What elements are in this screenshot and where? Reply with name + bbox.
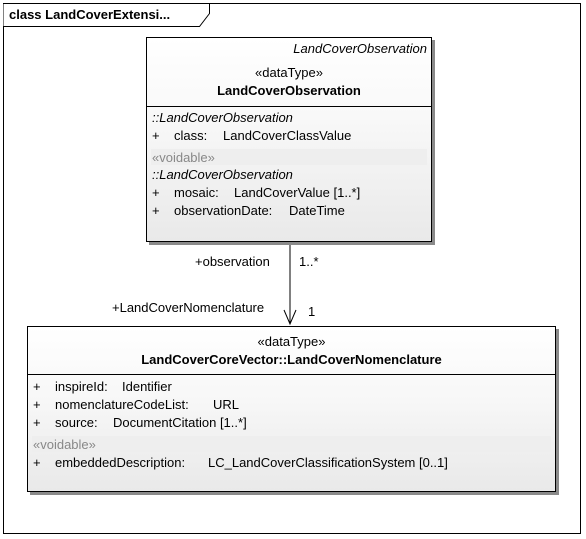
voidable-stereotype: «voidable» xyxy=(152,150,215,165)
attribute-name: observationDate: xyxy=(174,203,273,218)
attribute-type: Identifier xyxy=(122,379,172,394)
target-multiplicity-label: 1 xyxy=(308,304,316,319)
attribute-visibility: + xyxy=(152,185,160,200)
voidable-band xyxy=(32,436,551,452)
source-multiplicity-label: 1..* xyxy=(299,254,319,269)
attribute-visibility: + xyxy=(152,203,160,218)
class-landcovernomenclature[interactable]: «dataType» LandCoverCoreVector::LandCove… xyxy=(27,326,556,492)
attribute-type: DateTime xyxy=(289,203,345,218)
compartment-divider xyxy=(28,374,555,375)
attribute-type: DocumentCitation [1..*] xyxy=(113,415,247,430)
attribute-name: nomenclatureCodeList: xyxy=(55,397,189,412)
attribute-visibility: + xyxy=(152,128,160,143)
attribute-name: class: xyxy=(174,128,208,143)
attribute-visibility: + xyxy=(33,455,41,470)
class-stereotype: «dataType» xyxy=(257,334,326,349)
attribute-type: URL xyxy=(213,397,240,412)
attribute-visibility: + xyxy=(33,415,41,430)
class-name: LandCoverObservation xyxy=(217,83,361,98)
attribute-context: ::LandCoverObservation xyxy=(152,167,293,182)
source-role-label: +observation xyxy=(195,254,270,269)
attribute-name: source: xyxy=(55,415,98,430)
attribute-visibility: + xyxy=(33,379,41,394)
class-tag: LandCoverObservation xyxy=(293,41,427,56)
voidable-band xyxy=(151,149,427,165)
attribute-type: LC_LandCoverClassificationSystem [0..1] xyxy=(208,455,448,470)
frame-title: class LandCoverExtensi... xyxy=(9,7,171,22)
compartment-divider xyxy=(147,106,431,107)
attribute-type: LandCoverClassValue xyxy=(223,128,352,143)
attribute-type: LandCoverValue [1..*] xyxy=(234,185,361,200)
class-landcoverobservation[interactable]: LandCoverObservation «dataType» LandCove… xyxy=(146,37,432,242)
frame-title-tab xyxy=(3,3,210,27)
attribute-name: inspireId: xyxy=(55,379,108,394)
attribute-context: ::LandCoverObservation xyxy=(152,110,293,125)
class-name: LandCoverCoreVector::LandCoverNomenclatu… xyxy=(141,352,442,367)
voidable-stereotype: «voidable» xyxy=(33,437,96,452)
attribute-visibility: + xyxy=(33,397,41,412)
attribute-name: mosaic: xyxy=(174,185,219,200)
class-stereotype: «dataType» xyxy=(255,65,323,80)
attribute-name: embeddedDescription: xyxy=(55,455,186,470)
target-role-label: +LandCoverNomenclature xyxy=(112,300,265,315)
